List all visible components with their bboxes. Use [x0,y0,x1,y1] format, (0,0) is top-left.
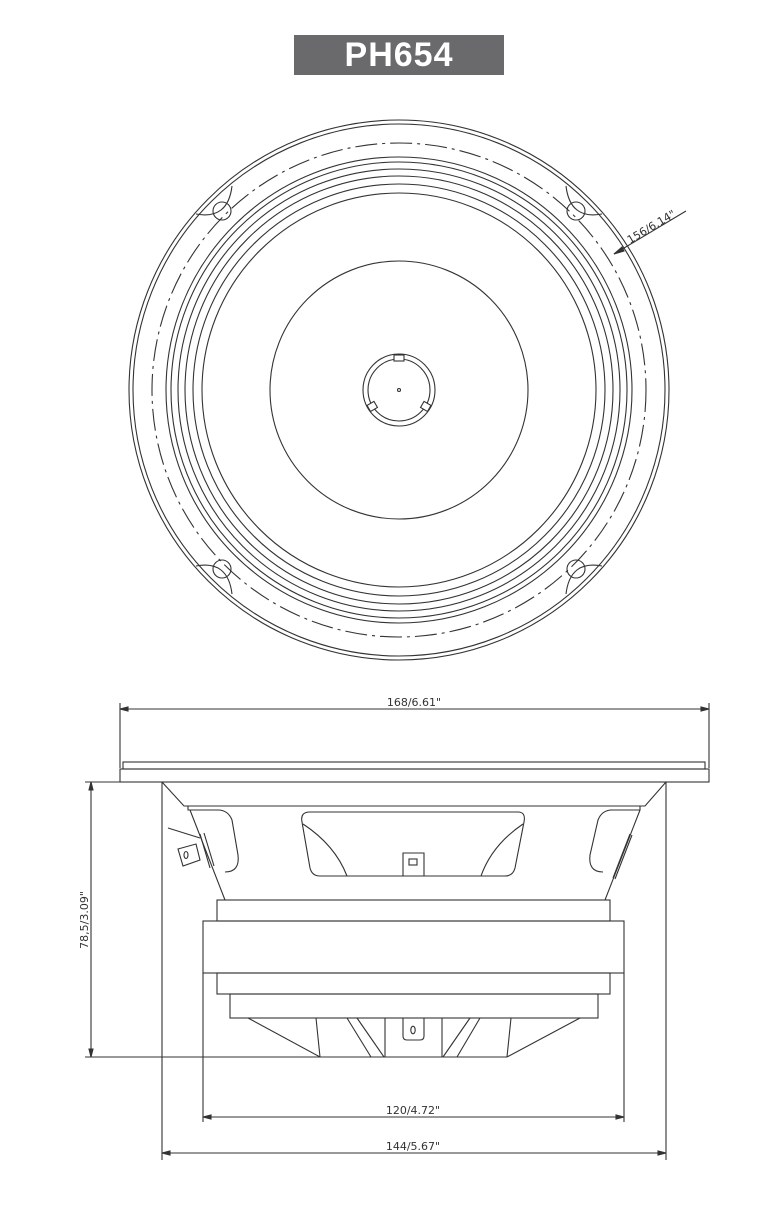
side-view [85,703,710,1160]
mounting-hole-tr-icon [565,185,603,221]
front-view [128,119,687,661]
depth-label: 78,5/3.09" [78,891,91,949]
model-title: PH654 [294,35,504,75]
mounting-hole-br-icon [565,559,603,595]
mounting-diameter-label: 156/6.14" [625,207,678,246]
terminal-right-icon [612,833,633,880]
overall-diameter-label: 168/6.61" [387,696,441,709]
basket-diameter-label: 144/5.67" [386,1140,440,1153]
terminal-left-icon [167,827,215,869]
magnet-diameter-label: 120/4.72" [386,1104,440,1117]
mounting-hole-bl-icon [195,559,233,595]
mounting-hole-tl-icon [195,185,233,221]
